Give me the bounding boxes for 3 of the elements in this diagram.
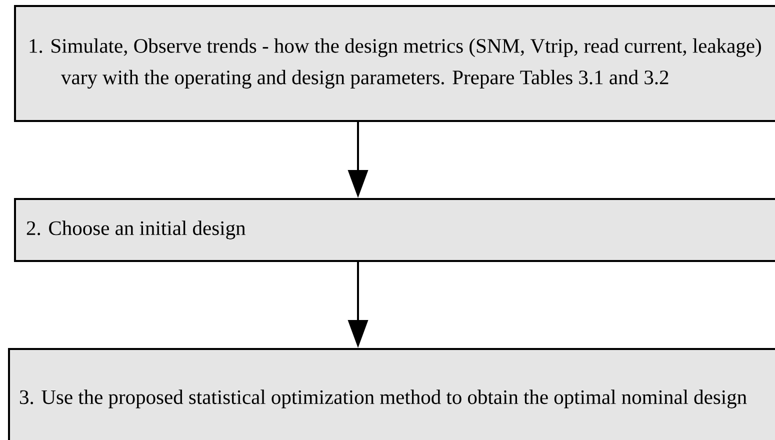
step-box: 1. Simulate, Observe trends - how the design metrics (SNM, Vtrip, read current, leakage) vary with the operating and design parameters. Prepare Tables 3.1 and 3.2	[14, 5, 775, 122]
step-box: 3. Use the proposed statistical optimization method to obtain the optimal nominal design	[8, 348, 775, 440]
step-box: 2. Choose an initial design	[14, 198, 775, 262]
